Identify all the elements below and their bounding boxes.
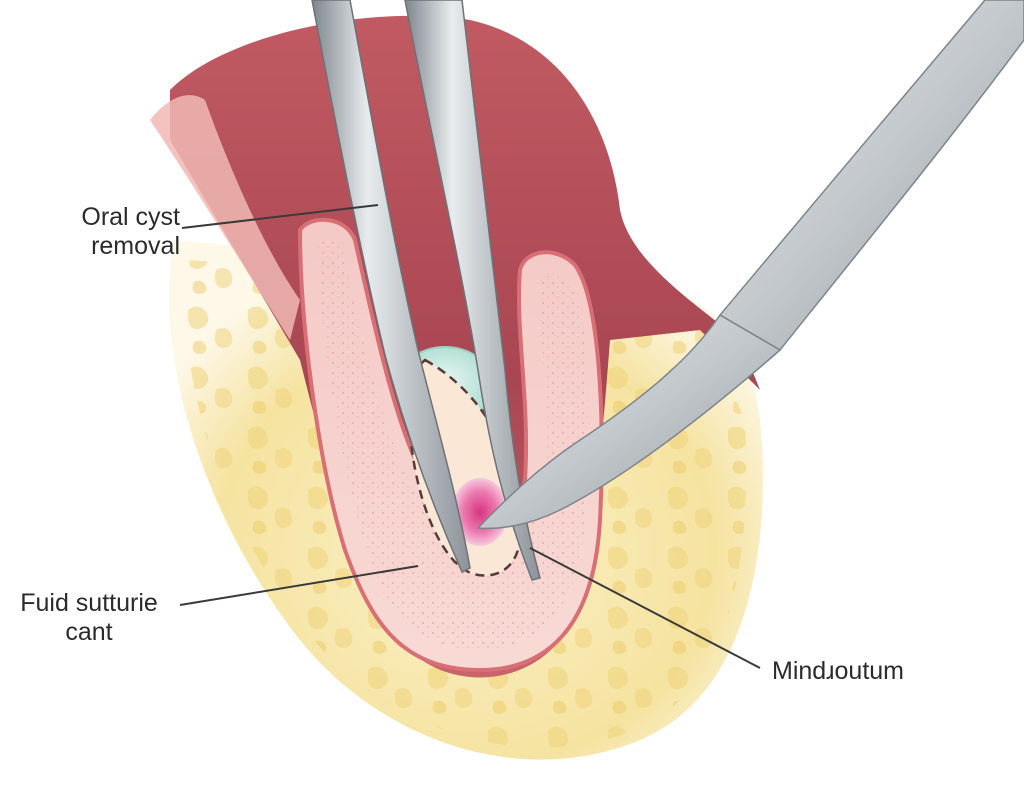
label-fluid-suture: Fuid sutturie cant <box>20 589 158 646</box>
leader-line-mind <box>529 547 761 669</box>
forceps-blade-right <box>404 0 541 581</box>
label-oral-cyst-removal: Oral cyst removal <box>81 203 180 260</box>
gum-highlight <box>150 95 300 341</box>
gum-tissue <box>170 15 760 678</box>
leader-line-fluid <box>179 565 419 606</box>
scalpel-probe-icon <box>476 0 1024 530</box>
probe-tip <box>476 313 782 530</box>
label-mind: Mindɹoutum <box>772 657 904 685</box>
forceps-icon <box>311 0 541 581</box>
probe-handle <box>718 0 1024 351</box>
forceps-blade-left <box>311 0 471 574</box>
leader-line-oral-cyst <box>181 204 379 229</box>
